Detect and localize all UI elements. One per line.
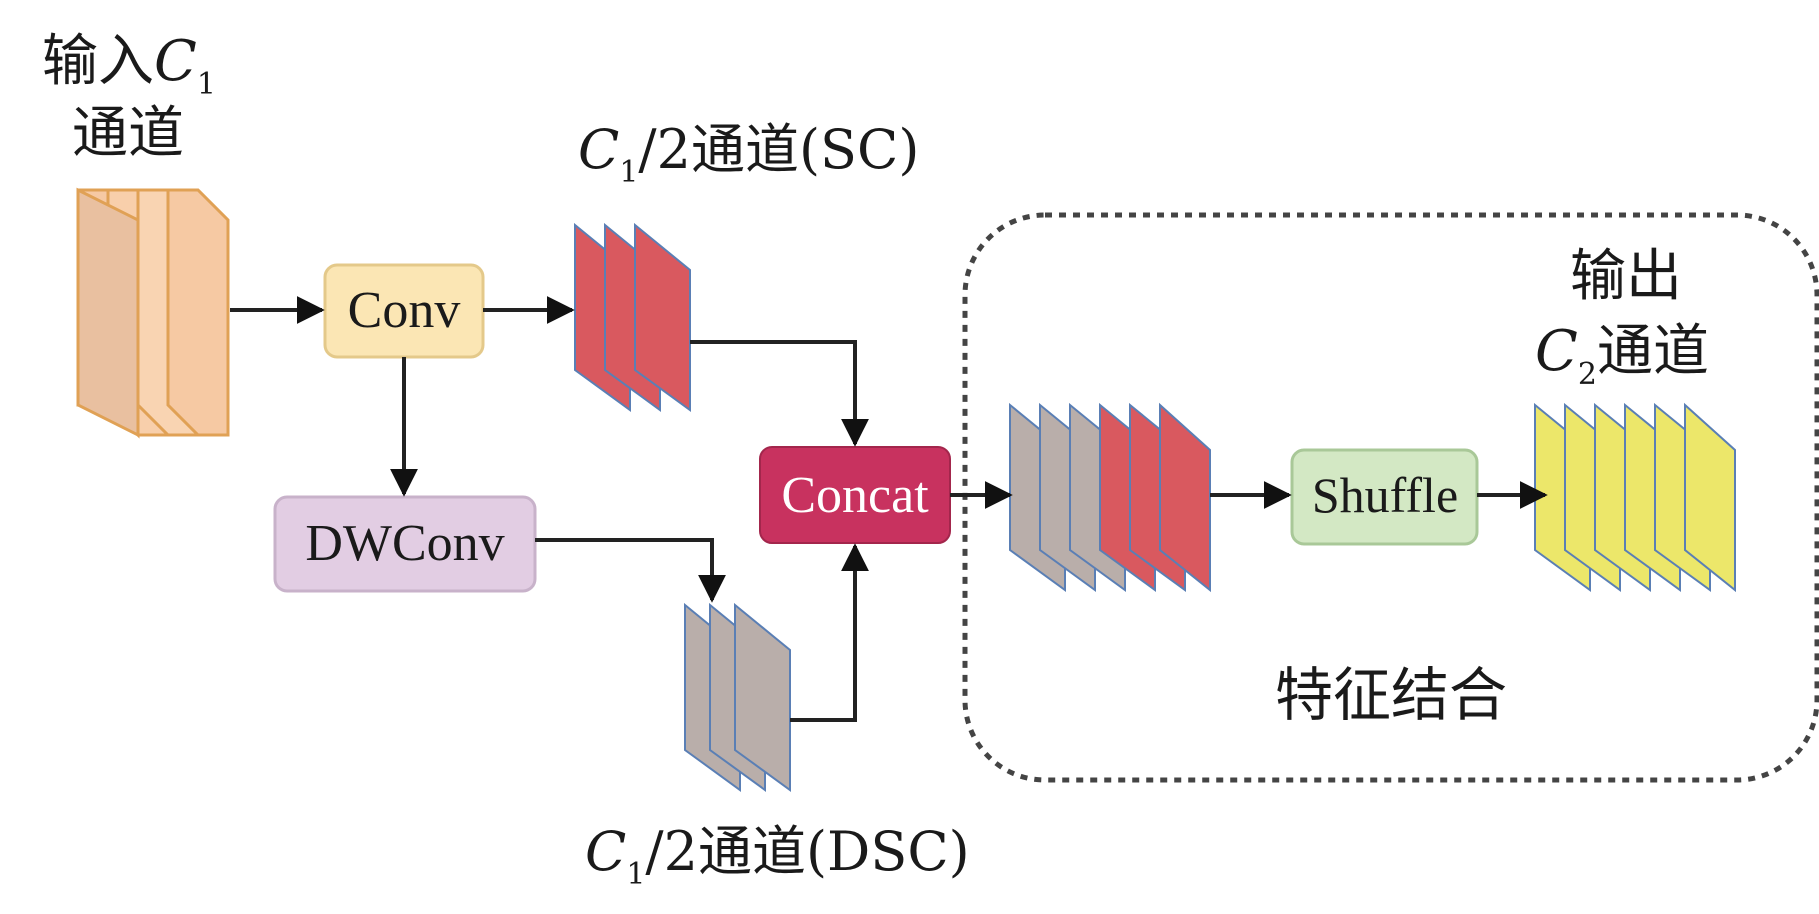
svg-text:输入C1: 输入C1 <box>42 29 216 102</box>
output-feature-stack <box>1534 402 1736 593</box>
svg-text:C2通道: C2通道 <box>1535 319 1709 392</box>
concat-node: Concat <box>759 446 951 544</box>
conv-label: Conv <box>348 282 461 339</box>
sc-feature-stack <box>574 222 691 412</box>
input-label: 输入C1 通道 <box>42 29 216 166</box>
feature-combination-label: 特征结合 <box>1275 661 1507 729</box>
dsc-label-var: C <box>585 820 626 883</box>
input-label-sub: 1 <box>197 67 216 102</box>
dwconv-node: DWConv <box>273 495 537 593</box>
output-label-sub: 2 <box>1578 357 1597 392</box>
input-feature-stack <box>76 187 230 439</box>
output-label-var: C <box>1535 319 1578 384</box>
concat-label: Concat <box>781 467 929 524</box>
output-label-rest: 通道 <box>1597 319 1709 384</box>
shuffle-node: Shuffle <box>1290 448 1479 546</box>
sc-label-var: C <box>578 118 619 181</box>
input-label-line2: 通道 <box>72 101 184 166</box>
input-label-text: 输入 <box>42 29 154 94</box>
dsc-label: C1/2通道(DSC) <box>585 820 970 892</box>
shuffle-label: Shuffle <box>1312 467 1458 523</box>
dsc-label-sub: 1 <box>626 857 645 892</box>
conv-node: Conv <box>323 263 485 359</box>
dsc-label-rest: /2通道(DSC) <box>645 820 969 883</box>
edge-dwconv-to-dsc <box>535 538 726 603</box>
output-label: 输出 C2通道 <box>1535 244 1709 392</box>
edge-sc-to-concat <box>690 340 869 447</box>
sc-label-sub: 1 <box>619 155 638 190</box>
input-label-var: C <box>154 29 197 94</box>
dwconv-label: DWConv <box>305 515 504 572</box>
sc-label-rest: /2通道(SC) <box>638 118 919 181</box>
connectors <box>230 296 1548 722</box>
sc-label: C1/2通道(SC) <box>578 118 919 190</box>
dsc-feature-stack <box>684 602 791 792</box>
concatenated-feature-stack <box>1009 402 1211 593</box>
edge-dsc-to-concat <box>790 543 869 722</box>
output-label-line1: 输出 <box>1570 244 1682 309</box>
feature-combination-group <box>962 212 1819 783</box>
